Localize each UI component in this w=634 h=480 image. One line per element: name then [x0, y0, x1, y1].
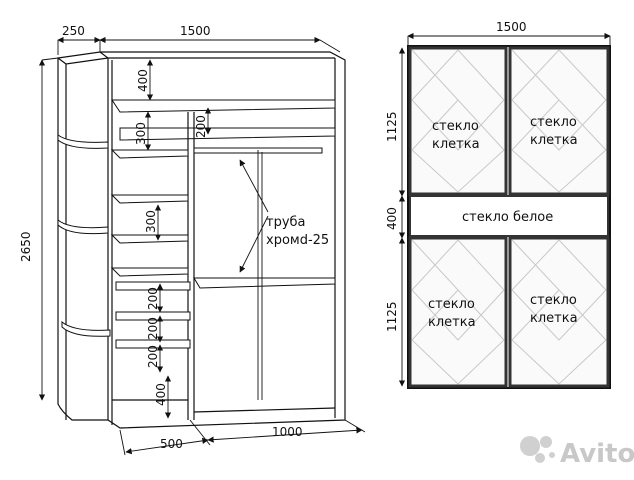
dim-top-width: 1500 [180, 24, 211, 38]
right-door-drawing: 1500 1125 400 1125 стекло клетка стекло … [385, 20, 611, 389]
panel-label-line2: клетка [530, 311, 578, 326]
door-panel-bottom-right [508, 236, 610, 388]
dim-vertical: 200 [146, 317, 160, 340]
door-panel-middle [409, 195, 609, 237]
door-panel-top-left [408, 46, 508, 196]
panel-label-middle: стекло белое [462, 210, 553, 225]
avito-logo-text: Avito [560, 439, 634, 469]
dim-vertical: 200 [146, 287, 160, 310]
dim-vertical: 200 [146, 345, 160, 368]
dim-bottom-right: 1000 [272, 425, 303, 439]
inner-shelf [110, 194, 189, 204]
rail-label-line2: хромd-25 [266, 233, 329, 248]
dim-line-bottom-right [207, 427, 363, 443]
inner-shelf [110, 234, 189, 244]
inner-shelf [110, 267, 189, 277]
dim-door-height: 1125 [385, 111, 399, 142]
dim-side-width: 250 [62, 24, 85, 38]
dim-line-bottom-left [125, 437, 209, 455]
cabinet-body [100, 51, 346, 429]
drawer [115, 339, 191, 349]
mid-shelf [119, 127, 336, 141]
dim-bottom-left: 500 [160, 437, 183, 451]
dim-vertical: 400 [154, 383, 168, 406]
dim-vertical: 400 [136, 69, 150, 92]
side-shelf [57, 218, 109, 235]
dim-door-width: 1500 [496, 20, 527, 34]
inner-shelf [110, 149, 189, 159]
door-panel-top-right [508, 46, 610, 196]
left-cabinet-drawing: 250 1500 2650 [19, 24, 366, 456]
panel-label-line2: клетка [428, 315, 476, 330]
avito-watermark: Avito [520, 436, 634, 469]
panel-label-line1: стекло [432, 119, 479, 134]
panel-label-line2: клетка [432, 137, 480, 152]
side-shelf [57, 134, 109, 149]
drawer [115, 311, 191, 321]
panel-label-line1: стекло [530, 293, 577, 308]
side-shelf [61, 320, 111, 337]
dim-vertical: 200 [194, 115, 208, 138]
panel-label-line1: стекло [530, 115, 577, 130]
dim-vertical: 300 [134, 122, 148, 145]
door-panel-bottom-left [408, 236, 508, 388]
top-shelf [111, 99, 336, 113]
avito-dots-icon [520, 436, 555, 463]
dim-height: 2650 [19, 231, 33, 262]
dim-door-height: 400 [385, 207, 399, 230]
panel-label-line2: клетка [530, 133, 578, 148]
diamond-lattice [411, 49, 607, 385]
rail-label-line1: труба [266, 215, 306, 230]
panel-label-line1: стекло [428, 297, 475, 312]
lower-shelf [193, 277, 336, 289]
drawer [115, 281, 191, 291]
dim-door-height: 1125 [385, 301, 399, 332]
dim-vertical: 300 [144, 210, 158, 233]
